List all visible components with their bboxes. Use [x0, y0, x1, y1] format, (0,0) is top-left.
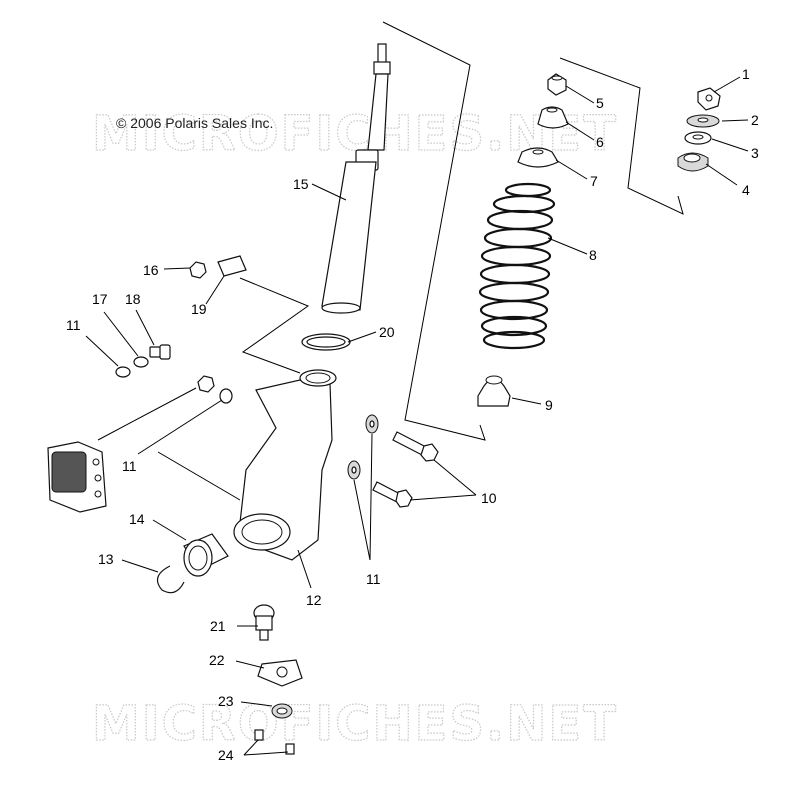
- spring-seat-7: [517, 147, 559, 168]
- washer-3: [684, 131, 712, 145]
- callout-10: 10: [481, 490, 497, 506]
- copyright-notice: © 2006 Polaris Sales Inc.: [116, 115, 273, 131]
- callout-4: 4: [742, 182, 750, 198]
- bracket-19-line: [239, 277, 310, 374]
- bushing-4: [677, 152, 709, 172]
- ball-joint-21: [253, 604, 275, 641]
- washer-11-left: [115, 366, 131, 378]
- washer-17: [133, 356, 149, 368]
- callout-23: 23: [218, 693, 234, 709]
- callout-22: 22: [209, 652, 225, 668]
- callout-24: 24: [218, 747, 234, 763]
- mount-6: [537, 106, 569, 129]
- callout-19: 19: [191, 301, 207, 317]
- nut-caliper: [197, 375, 215, 393]
- clip-19: [217, 255, 247, 277]
- callout-11-mid: 11: [122, 458, 137, 474]
- callout-12: 12: [306, 592, 322, 608]
- strut-assembly-bracket: [382, 21, 486, 441]
- mount-hardware-bracket: [559, 57, 684, 215]
- nut-1: [697, 87, 721, 111]
- callout-5: 5: [596, 95, 604, 111]
- steering-knuckle-12: [233, 369, 337, 561]
- callout-8: 8: [589, 247, 597, 263]
- nut-5: [547, 73, 567, 96]
- brake-caliper: [47, 441, 107, 513]
- callout-18: 18: [125, 291, 141, 307]
- callout-13: 13: [98, 551, 114, 567]
- washer-11-mid: [219, 388, 233, 404]
- callout-11-left: 11: [66, 317, 81, 333]
- callout-17: 17: [92, 291, 108, 307]
- strut-15: [321, 43, 391, 314]
- bolt-10-upper: [392, 431, 439, 462]
- retainer-22: [257, 659, 303, 687]
- callout-16: 16: [143, 262, 159, 278]
- bolt-10-lower: [372, 481, 413, 508]
- washer-2: [686, 114, 720, 128]
- callout-6: 6: [596, 134, 604, 150]
- watermark-bottom: MICROFICHES.NET: [92, 696, 618, 752]
- callout-1: 1: [742, 66, 750, 82]
- callout-11-right: 11: [366, 571, 381, 587]
- coil-spring-8: [478, 182, 556, 350]
- bolt-18: [149, 344, 171, 360]
- callout-3: 3: [751, 145, 759, 161]
- leader-caliper-to-knuckle: [157, 451, 241, 501]
- fasteners-24: [254, 729, 295, 755]
- snap-ring-13: [156, 565, 185, 594]
- leader-caliper-to-nut: [97, 387, 197, 441]
- callout-20: 20: [379, 324, 395, 340]
- bump-stop-9: [477, 375, 511, 407]
- callout-15: 15: [293, 176, 309, 192]
- nut-16: [189, 261, 207, 279]
- callout-14: 14: [129, 511, 145, 527]
- callout-2: 2: [751, 112, 759, 128]
- callout-9: 9: [545, 397, 553, 413]
- bearing-14: [183, 533, 229, 577]
- callout-7: 7: [590, 173, 598, 189]
- callout-21: 21: [210, 618, 226, 634]
